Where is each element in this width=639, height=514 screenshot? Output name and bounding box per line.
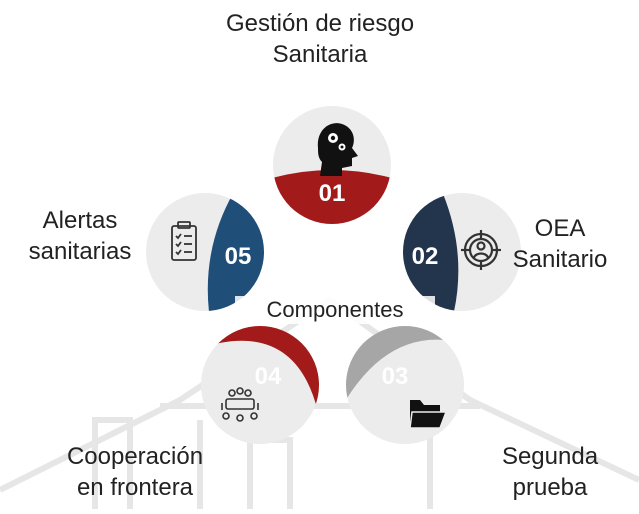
component-02: 02	[403, 193, 521, 311]
component-05-number: 05	[225, 243, 252, 270]
meeting-people-icon	[221, 387, 259, 422]
component-01: 01	[273, 106, 391, 224]
label-04-line1: Cooperación	[66, 443, 204, 470]
component-01-number: 01	[319, 180, 346, 207]
clipboard-checklist-icon	[171, 221, 197, 261]
label-05-line1: Alertas	[42, 207, 118, 234]
label-02-line2: Sanitario	[512, 246, 608, 273]
label-01-line1: Gestión de riesgo	[225, 10, 415, 37]
component-04-segment	[201, 326, 319, 412]
component-03-segment	[346, 326, 464, 410]
center-label: Componentes	[235, 296, 435, 324]
label-alertas-sanitarias: Alertas sanitarias	[0, 205, 160, 267]
label-04-line2: en frontera	[76, 474, 194, 501]
label-01-line2: Sanitaria	[272, 41, 368, 68]
label-gestion-riesgo: Gestión de riesgo Sanitaria	[200, 8, 440, 70]
label-02-line1: OEA	[534, 215, 586, 242]
target-person-icon	[461, 230, 501, 270]
component-02-number: 02	[412, 243, 439, 270]
label-05-line2: sanitarias	[28, 238, 132, 265]
label-03-line1: Segunda	[501, 443, 599, 470]
label-03-line2: prueba	[512, 474, 588, 501]
label-cooperacion-frontera: Cooperación en frontera	[40, 441, 230, 503]
head-gears-icon	[317, 123, 358, 176]
label-oea-sanitario: OEA Sanitario	[490, 213, 630, 275]
folder-icon	[409, 400, 448, 429]
label-segunda-prueba: Segunda prueba	[470, 441, 630, 503]
component-04: 04	[201, 326, 319, 444]
component-02-segment	[403, 193, 459, 311]
component-04-number: 04	[255, 363, 282, 390]
component-03-number: 03	[382, 363, 409, 390]
component-03: 03	[346, 326, 464, 444]
